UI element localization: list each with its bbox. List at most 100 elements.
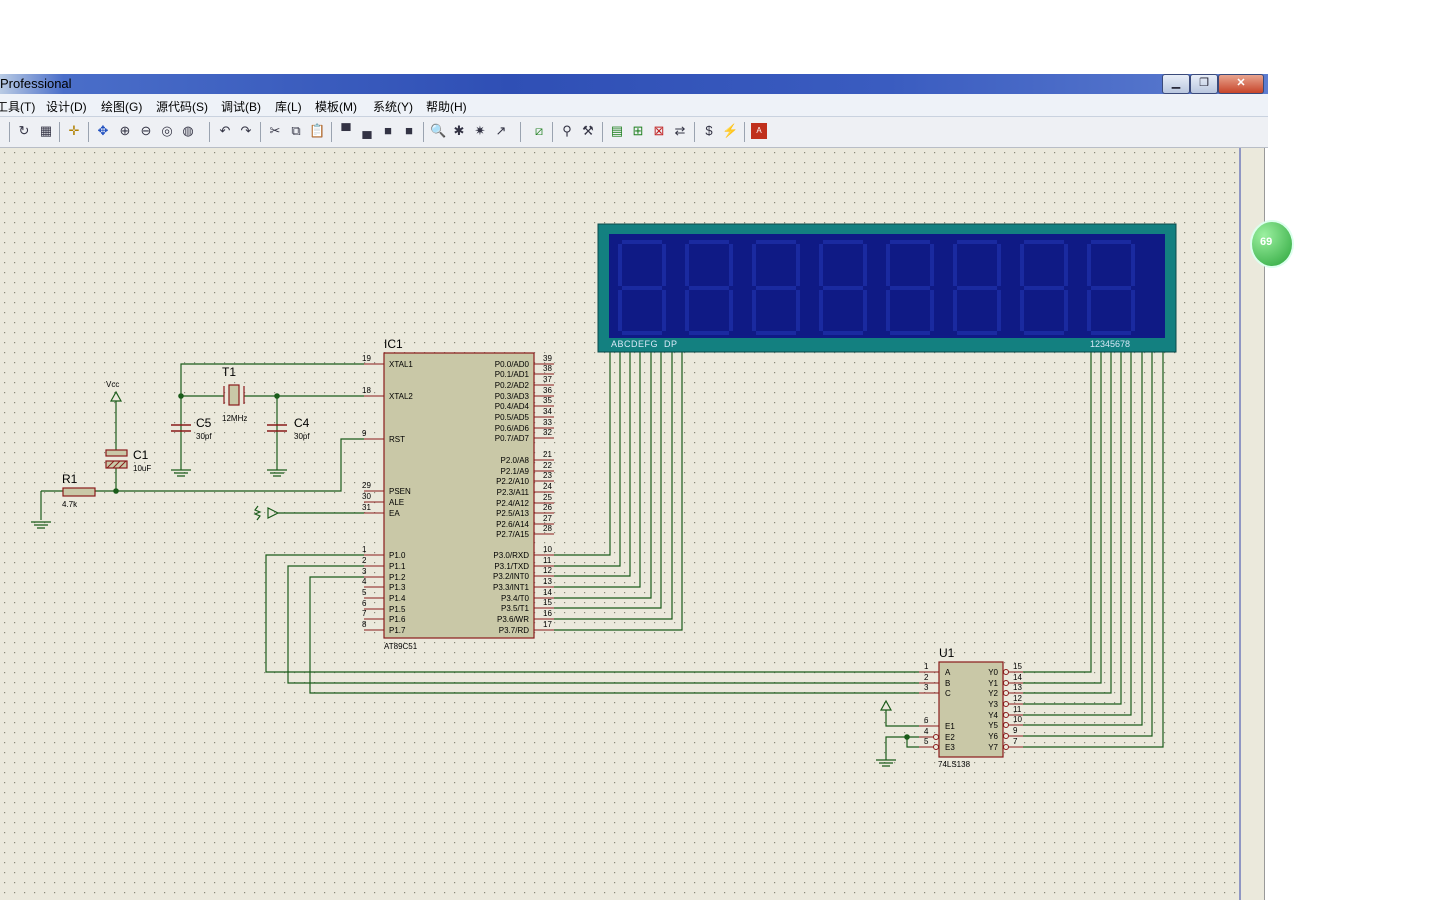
power-arrow (109, 390, 123, 402)
wire[interactable] (265, 554, 919, 673)
seven-segment-display[interactable]: ABCDEFG DP 12345678 (597, 223, 1177, 353)
u1-pin-number: 11 (1013, 705, 1022, 714)
grid-icon[interactable]: ▦ (39, 123, 53, 138)
decompose-icon[interactable]: ↗ (495, 123, 507, 138)
capacitor-c4[interactable]: C4 30pf (267, 416, 310, 441)
close-button[interactable]: ✕ (1218, 74, 1264, 94)
menu-template[interactable]: 模板(M) (315, 100, 357, 114)
toolbar-separator (209, 122, 210, 142)
property-tool-icon[interactable]: ⚒ (582, 123, 594, 138)
block-move-icon[interactable]: ▄ (362, 123, 372, 138)
ground-symbol (31, 521, 51, 529)
wire[interactable] (554, 352, 683, 631)
capacitor-c1[interactable]: C1 10uF (105, 448, 151, 473)
menu-tools[interactable]: 工具(T) (0, 100, 36, 114)
package-icon[interactable]: ✷ (474, 123, 486, 138)
make-device-icon[interactable]: ✱ (453, 123, 465, 138)
copy-icon[interactable]: ⧉ (291, 123, 301, 138)
wire[interactable] (885, 710, 919, 727)
badge-text: 69 (1260, 236, 1273, 248)
wire[interactable] (554, 352, 621, 567)
wire[interactable] (1023, 352, 1132, 716)
ic1-pin-number: 31 (362, 503, 371, 512)
wire[interactable] (1023, 352, 1164, 748)
pan-icon[interactable]: ✥ (97, 123, 109, 138)
zoom-out-icon[interactable]: ⊖ (140, 123, 152, 138)
wire-autorouter-icon[interactable]: ⧄ (534, 123, 544, 138)
paste-icon[interactable]: 📋 (309, 123, 326, 138)
undo-icon[interactable]: ↶ (219, 123, 231, 138)
ares-icon[interactable]: A (751, 123, 767, 139)
wire[interactable] (287, 565, 919, 684)
toolbar-separator (520, 122, 521, 142)
ic1-pin-name: P0.5/AD5 (495, 413, 530, 422)
crystal-t1[interactable]: T1 12MHz (222, 365, 247, 423)
ic1[interactable]: IC1 AT89C51 19XTAL118XTAL29RST29PSEN30AL… (362, 337, 554, 651)
u1-invert-bubble (1003, 690, 1009, 696)
wire[interactable] (554, 352, 611, 556)
wire[interactable] (1023, 352, 1143, 726)
add-sheet-icon[interactable]: ⊞ (632, 123, 644, 138)
zoom-area-icon[interactable]: ◍ (182, 123, 194, 138)
resistor-r1[interactable]: R1 4.7k (62, 472, 96, 509)
ic1-pin-number: 36 (543, 386, 552, 395)
capacitor-c5[interactable]: C5 30pf (171, 416, 212, 441)
block-rotate-icon[interactable]: ■ (384, 123, 392, 138)
ic1-pin-name: P0.4/AD4 (495, 402, 530, 411)
electrical-check-icon[interactable]: ⚡ (722, 123, 739, 138)
u1-invert-bubble (1003, 722, 1009, 728)
power-symbols (31, 390, 896, 767)
vcc-terminal[interactable]: Vcc (106, 380, 119, 389)
zoom-in-icon[interactable]: ⊕ (119, 123, 131, 138)
ic1-pin-number: 38 (543, 364, 552, 373)
menu-graph[interactable]: 绘图(G) (101, 100, 143, 114)
new-sheet-icon[interactable]: ▤ (610, 123, 624, 138)
wire[interactable] (554, 352, 662, 609)
menu-source[interactable]: 源代码(S) (156, 100, 208, 114)
ic1-pin-number: 12 (543, 566, 552, 575)
wire[interactable] (906, 737, 919, 748)
wire[interactable] (554, 352, 641, 588)
floating-badge[interactable]: 69 (1250, 220, 1294, 268)
title-bar: Professional ▁ ❐ ✕ (0, 74, 1268, 94)
menu-library[interactable]: 库(L) (275, 100, 302, 114)
origin-icon[interactable]: ✛ (68, 123, 80, 138)
goto-sheet-icon[interactable]: ⇄ (674, 123, 686, 138)
wire[interactable] (309, 576, 919, 694)
ic1-pin-number: 37 (543, 375, 552, 384)
menu-help[interactable]: 帮助(H) (426, 100, 467, 114)
wire[interactable] (1023, 352, 1122, 705)
ic1-pin-name: P1.7 (389, 626, 406, 635)
block-copy-icon[interactable]: ▀ (341, 123, 351, 138)
u1-invert-bubble (1003, 744, 1009, 750)
wire[interactable] (1023, 352, 1102, 684)
redo-icon[interactable]: ↷ (240, 123, 252, 138)
wire[interactable] (1023, 352, 1092, 673)
cut-icon[interactable]: ✂ (269, 123, 281, 138)
menu-design[interactable]: 设计(D) (46, 100, 87, 114)
u1-body (938, 661, 1004, 758)
block-delete-icon[interactable]: ■ (405, 123, 413, 138)
wires (40, 352, 1164, 760)
refresh-icon[interactable]: ↻ (18, 123, 30, 138)
menu-debug[interactable]: 调试(B) (221, 100, 261, 114)
remove-sheet-icon[interactable]: ⊠ (653, 123, 665, 138)
wire[interactable] (116, 438, 364, 492)
wire[interactable] (1023, 352, 1112, 694)
menu-system[interactable]: 系统(Y) (373, 100, 413, 114)
pick-device-icon[interactable]: 🔍 (430, 123, 447, 138)
wire[interactable] (1023, 352, 1153, 737)
ic1-pin-name: EA (389, 509, 400, 518)
maximize-button[interactable]: ❐ (1190, 74, 1218, 94)
wire[interactable] (554, 352, 631, 577)
wire[interactable] (554, 352, 673, 620)
bill-of-materials-icon[interactable]: $ (705, 123, 713, 138)
toolbar-separator (88, 122, 89, 142)
wire[interactable] (554, 352, 652, 599)
search-icon[interactable]: ⚲ (562, 123, 572, 138)
minimize-button[interactable]: ▁ (1162, 74, 1190, 94)
wire[interactable] (180, 363, 364, 470)
zoom-all-icon[interactable]: ◎ (161, 123, 173, 138)
